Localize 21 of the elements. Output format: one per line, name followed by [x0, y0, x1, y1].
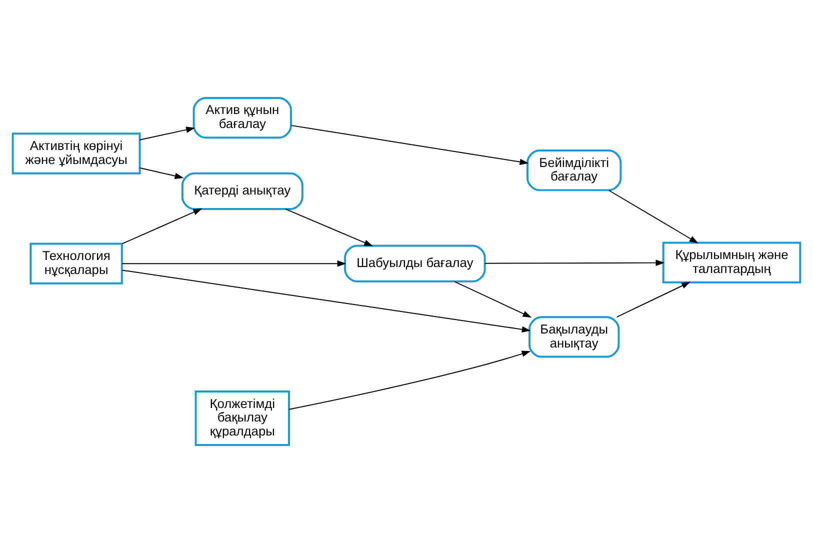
arrow — [454, 280, 532, 318]
arrow — [484, 259, 665, 266]
arrow — [290, 124, 529, 164]
arrow — [122, 208, 202, 244]
node-box: Қатерді анықтау — [181, 172, 304, 210]
arrow — [122, 260, 346, 266]
node-box: Қолжетімді бақылау құралдары — [194, 390, 290, 446]
node-box: Активтің көрінуі және ұйымдасуы — [12, 132, 141, 174]
arrow — [288, 350, 531, 410]
node-box: Бақылауды анықтау — [528, 316, 620, 358]
node-box: Актив құнын бағалау — [192, 96, 292, 138]
arrow — [285, 208, 374, 246]
node-box: Бейімділікті бағалау — [526, 149, 622, 191]
arrow — [139, 166, 184, 178]
arrow — [139, 126, 196, 140]
node-box: Шабуылды бағалау — [344, 244, 486, 282]
node-box: Технология нұсқалары — [30, 242, 123, 284]
node-box: Құрылымның және талаптардың — [662, 241, 802, 283]
arrow — [122, 269, 531, 332]
arrow — [608, 189, 698, 243]
arrow — [616, 281, 691, 317]
